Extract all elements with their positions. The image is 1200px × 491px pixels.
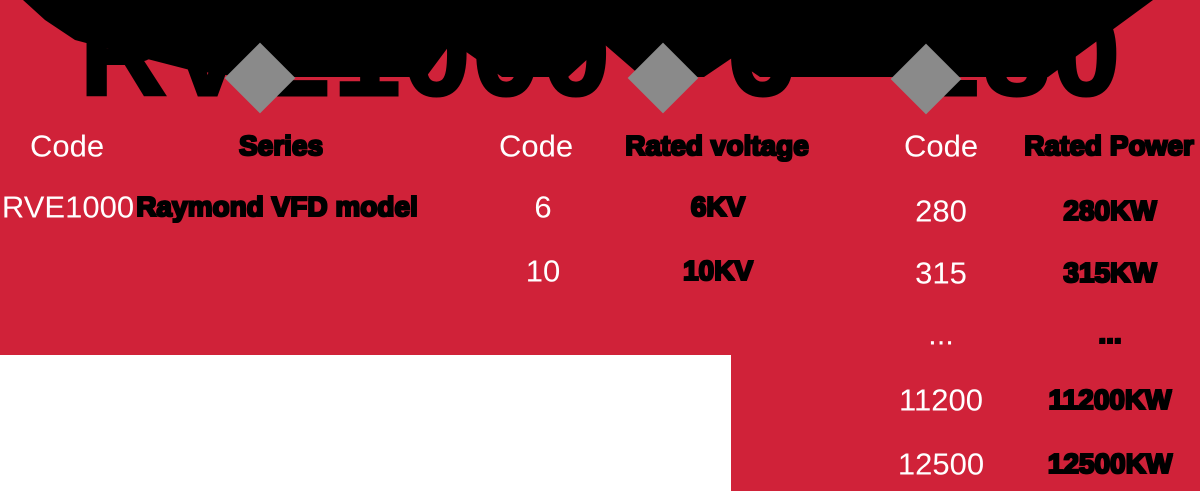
table2-row-desc: 10KV xyxy=(682,255,754,286)
table3-row-desc: 315KW xyxy=(1062,257,1157,288)
table3-row-desc: 12500KW xyxy=(1047,448,1174,479)
table3-row-desc: 11200KW xyxy=(1048,384,1173,415)
table3-row-code: ... xyxy=(928,316,954,352)
table2-desc-header: Rated voltage xyxy=(624,130,810,161)
table2-row-desc: 6KV xyxy=(690,191,746,222)
table3-row-code: 315 xyxy=(915,255,967,291)
table3-desc-header: Rated Power xyxy=(1023,130,1195,161)
table3-code-header: Code xyxy=(903,128,979,164)
table1-row-desc: Raymond VFD model xyxy=(135,191,419,222)
table2-row-code: 6 xyxy=(534,189,552,225)
table3-row-code: 11200 xyxy=(899,382,983,418)
model-code-title: RVE1000 - 6 - 280 xyxy=(79,0,1123,121)
table2-code-header: Code xyxy=(498,128,574,164)
table1-row-code: RVE1000 xyxy=(1,189,135,225)
table2-row-code: 10 xyxy=(525,253,561,289)
table3-row-code: 12500 xyxy=(897,446,985,482)
ribbon-background-right-extension xyxy=(731,355,1200,491)
table1-desc-header: Series xyxy=(238,130,324,161)
table3-row-desc: ... xyxy=(1097,318,1122,349)
table3-row-code: 280 xyxy=(915,193,967,229)
table1-code-header: Code xyxy=(29,128,105,164)
table3-row-desc: 280KW xyxy=(1062,195,1157,226)
